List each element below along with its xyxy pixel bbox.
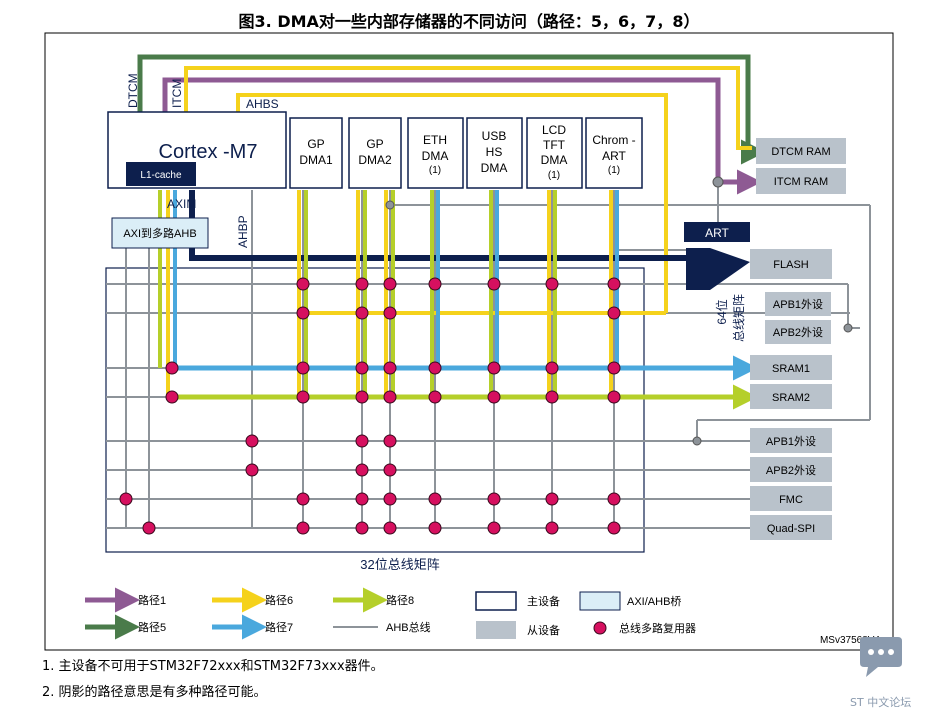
- flash-label: FLASH: [773, 259, 809, 271]
- bus64-label-2: 总线矩阵: [732, 294, 746, 342]
- gpdma2-label-2: DMA2: [358, 153, 392, 167]
- apb1-upper-label: APB1外设: [773, 298, 823, 311]
- footnote-1: 1. 主设备不可用于STM32F72xxx和STM32F73xxx器件。: [42, 659, 384, 674]
- ethdma-label-3: (1): [429, 165, 441, 176]
- bus-multiplexers: [119, 277, 621, 535]
- qspi-label: Quad-SPI: [767, 523, 815, 535]
- path1-line: [162, 77, 762, 195]
- legend-path7-label: 路径7: [265, 621, 293, 634]
- axim-bus-label: AXIM: [167, 197, 196, 211]
- legend-master-swatch: [475, 591, 517, 611]
- slave-boxes: [750, 138, 846, 540]
- itcm-bus-label: ITCM: [170, 79, 184, 108]
- apb1-lower-label: APB1外设: [766, 435, 816, 448]
- legend-bridge-swatch: [579, 591, 621, 611]
- sram1-label: SRAM1: [772, 363, 810, 375]
- dma-master-labels: GP DMA1 GP DMA2 ETH DMA (1) USB HS DMA L…: [299, 123, 635, 181]
- legend-ahb-label: AHB总线: [386, 620, 431, 634]
- gpdma1-label-1: GP: [307, 137, 324, 151]
- path5-line: [137, 54, 766, 165]
- lcddma-label-1: LCD: [542, 123, 566, 137]
- legend-mux-label: 总线多路复用器: [619, 621, 696, 635]
- ahbs-line: [236, 93, 668, 313]
- art-label: ART: [705, 226, 729, 240]
- usbdma-label-2: HS: [486, 145, 503, 159]
- ahbp-bus-label: AHBP: [236, 215, 250, 248]
- junction-dots: [385, 176, 853, 446]
- ethdma-label-1: ETH: [423, 133, 447, 147]
- bus64-label-1: 64位: [714, 299, 729, 324]
- l1-cache-label: L1-cache: [140, 170, 182, 181]
- axi-ahb-bridge-label: AXI到多路AHB: [123, 226, 196, 240]
- axim-flash-line: [189, 190, 690, 261]
- legend: 路径1 路径5 路径6 路径7 路径8 AHB总线 主设备 从设备 AXI/AH…: [85, 587, 696, 640]
- bus-matrix-32-box: [105, 267, 645, 553]
- axi-ahb-bridge-box: [111, 217, 209, 249]
- dtcm-ram-label: DTCM RAM: [771, 146, 830, 158]
- figure-title: 图3. DMA对一些内部存储器的不同访问（路径：5，6，7，8）: [238, 12, 700, 31]
- dma-master-boxes: [289, 117, 643, 189]
- legend-path5-label: 路径5: [138, 621, 166, 634]
- lcddma-label-3: DMA: [541, 153, 568, 167]
- cortex-m7-label: Cortex -M7: [159, 141, 258, 163]
- legend-mux-swatch: [593, 621, 607, 635]
- fmc-label: FMC: [779, 494, 803, 506]
- usbdma-label-1: USB: [482, 129, 507, 143]
- usbdma-label-3: DMA: [481, 161, 508, 175]
- sram2-label: SRAM2: [772, 392, 810, 404]
- chromart-label-1: Chrom -: [592, 133, 635, 147]
- legend-slave-swatch: [476, 621, 516, 639]
- l1-cache-box: [126, 162, 196, 186]
- ahbs-bus-label: AHBS: [246, 97, 279, 111]
- legend-path1-label: 路径1: [138, 594, 166, 607]
- figure-ref-id: MSv37568V4: [820, 635, 880, 646]
- art-box: [684, 222, 750, 242]
- gpdma2-label-1: GP: [366, 137, 383, 151]
- forum-label[interactable]: ST 中文论坛: [850, 696, 912, 709]
- legend-slave-label: 从设备: [527, 623, 560, 637]
- legend-master-label: 主设备: [527, 594, 560, 608]
- bus64-arrow: [686, 248, 750, 290]
- apb2-upper-label: APB2外设: [773, 326, 823, 339]
- legend-bridge-label: AXI/AHB桥: [627, 595, 681, 608]
- slave-labels: DTCM RAM ITCM RAM FLASH APB1外设 APB2外设 SR…: [766, 146, 831, 535]
- apb2-lower-label: APB2外设: [766, 464, 816, 477]
- lcddma-label-2: TFT: [543, 138, 566, 152]
- chromart-label-2: ART: [602, 149, 626, 163]
- chromart-label-3: (1): [608, 165, 620, 176]
- dtcm-bus-label: DTCM: [126, 73, 140, 108]
- legend-path6-label: 路径6: [265, 594, 293, 607]
- diagram-frame: [44, 32, 894, 651]
- itcm-ram-label: ITCM RAM: [774, 176, 828, 188]
- bus32-label: 32位总线矩阵: [360, 557, 439, 572]
- ethdma-label-2: DMA: [422, 149, 449, 163]
- gpdma1-label-2: DMA1: [299, 153, 333, 167]
- legend-path8-label: 路径8: [386, 594, 414, 607]
- lcddma-label-4: (1): [548, 170, 560, 181]
- forum-chat-icon[interactable]: [856, 633, 906, 683]
- footnote-2: 2. 阴影的路径意思是有多种路径可能。: [42, 685, 267, 700]
